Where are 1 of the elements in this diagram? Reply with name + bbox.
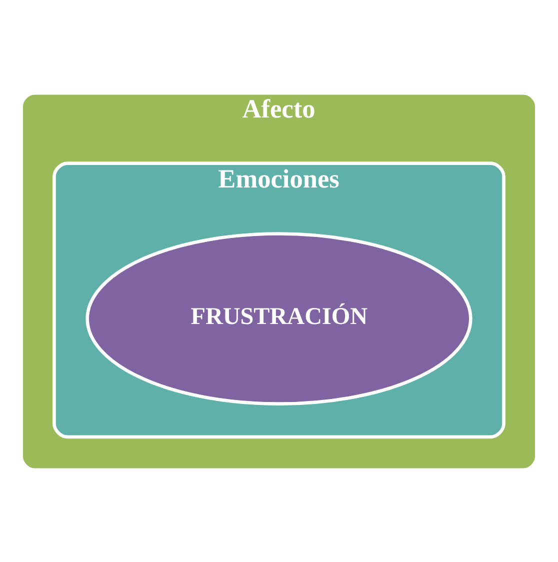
node-ellipse: FRUSTRACIÓN (86, 232, 472, 405)
